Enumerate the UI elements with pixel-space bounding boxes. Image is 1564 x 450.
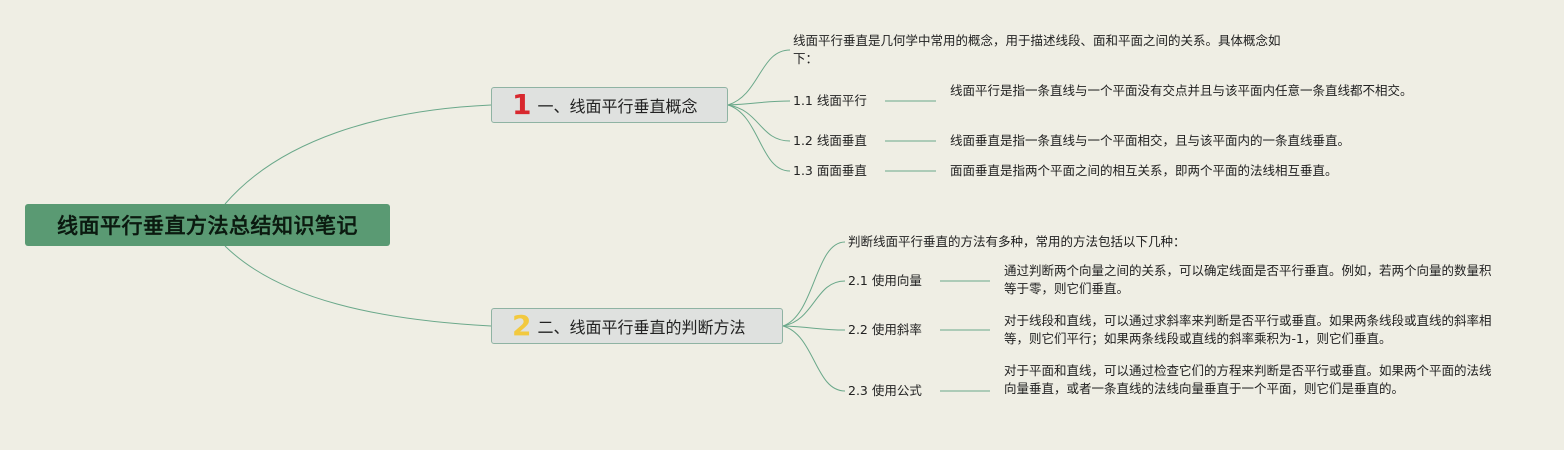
connector-b2-intro [782,241,846,327]
item-2-2-text: 对于线段和直线，可以通过求斜率来判断是否平行或垂直。如果两条线段或直线的斜率相等… [1004,313,1492,346]
item-1-2-label[interactable]: 1.2 线面垂直 [793,133,867,148]
connector-b2-i3 [782,325,846,392]
item-1-1-text: 线面平行是指一条直线与一个平面没有交点并且与该平面内任意一条直线都不相交。 [950,83,1413,98]
connector-root-b1 [224,104,492,205]
branch-2[interactable]: 2 二、线面平行垂直的判断方法 [491,308,783,344]
root-topic[interactable]: 线面平行垂直方法总结知识笔记 [25,204,390,246]
branch-2-number: 2 [512,309,532,342]
item-2-1-label[interactable]: 2.1 使用向量 [848,273,922,288]
branch-1[interactable]: 1 一、线面平行垂直概念 [491,87,728,123]
item-2-3-text: 对于平面和直线，可以通过检查它们的方程来判断是否平行或垂直。如果两个平面的法线向… [1004,363,1492,396]
item-1-3-text: 面面垂直是指两个平面之间的相互关系，即两个平面的法线相互垂直。 [950,163,1338,178]
connector-b2-i1 [782,280,846,327]
connector-b2-i2 [782,325,846,331]
connector-b1-intro [727,49,791,106]
item-2-1-text: 通过判断两个向量之间的关系，可以确定线面是否平行垂直。例如，若两个向量的数量积等… [1004,263,1492,296]
branch-2-intro: 判断线面平行垂直的方法有多种，常用的方法包括以下几种： [848,234,1186,249]
root-title: 线面平行垂直方法总结知识笔记 [57,214,358,238]
branch-2-title: 二、线面平行垂直的判断方法 [537,318,746,337]
connector-root-b2 [224,245,492,327]
item-1-1-label[interactable]: 1.1 线面平行 [793,93,867,108]
connector-b1-i1 [727,100,791,106]
item-1-3-label[interactable]: 1.3 面面垂直 [793,163,867,178]
branch-1-title: 一、线面平行垂直概念 [537,97,698,116]
connector-b1-i2 [727,104,791,142]
item-2-3-label[interactable]: 2.3 使用公式 [848,383,922,398]
item-2-2-label[interactable]: 2.2 使用斜率 [848,322,922,337]
connector-b1-i3 [727,104,791,172]
branch-1-number: 1 [512,88,532,121]
item-1-2-text: 线面垂直是指一条直线与一个平面相交，且与该平面内的一条直线垂直。 [950,133,1351,148]
branch-1-intro: 线面平行垂直是几何学中常用的概念，用于描述线段、面和平面之间的关系。具体概念如下… [793,33,1281,66]
